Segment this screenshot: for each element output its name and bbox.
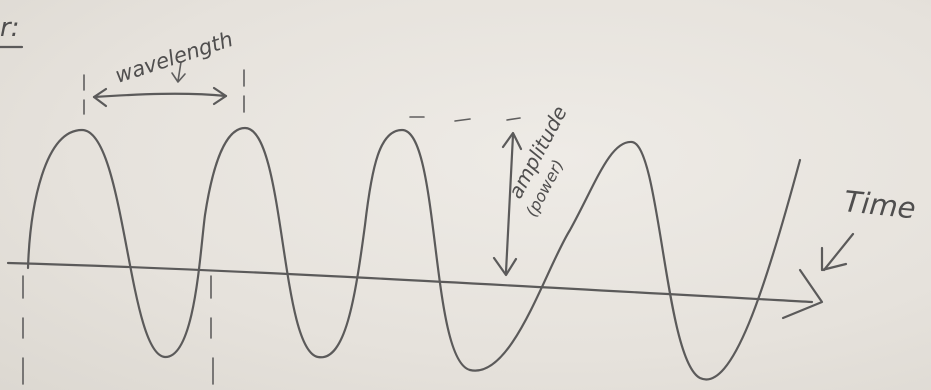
wavelength-label: wavelength [112,27,236,88]
amplitude-arrow-line [504,133,515,274]
time-pointer-line [822,232,855,272]
corner-mark-text: r: [0,13,19,43]
wavelength-arrow-right-head [212,86,228,106]
wavelength-pointer-arrow [171,61,186,83]
time-axis-line [6,261,814,304]
amplitude-arrow-top-head [501,131,523,151]
sine-wave [26,126,802,381]
time-axis-arrowhead [781,268,824,320]
period-guide-right [210,275,214,385]
wavelength-arrow-line [92,92,228,99]
wavelength-arrow-left-head [92,87,108,108]
time-pointer-head [820,246,848,272]
crest-level-dashes [409,116,521,122]
time-label: Time [842,184,917,225]
amplitude-arrow-bottom-head [492,256,518,277]
